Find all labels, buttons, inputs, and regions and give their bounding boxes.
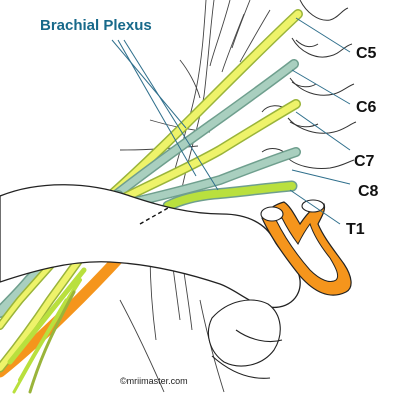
label-c6: C6 (356, 99, 377, 116)
title-pointer-lines (111, 39, 219, 191)
root-label-leaders (289, 17, 351, 225)
dashed-guide (139, 207, 169, 225)
clavicle (0, 184, 301, 308)
label-c7: C7 (354, 153, 375, 170)
diagram-title: Brachial Plexus (40, 17, 152, 34)
label-t1: T1 (346, 221, 365, 238)
label-c5: C5 (356, 45, 377, 62)
scapula-outline (207, 299, 283, 379)
nerve-roots (105, 9, 303, 212)
credit-watermark: ©mriimaster.com (120, 376, 188, 386)
first-rib (260, 199, 352, 296)
cervical-vertebrae (261, 0, 357, 169)
label-c8: C8 (358, 183, 379, 200)
